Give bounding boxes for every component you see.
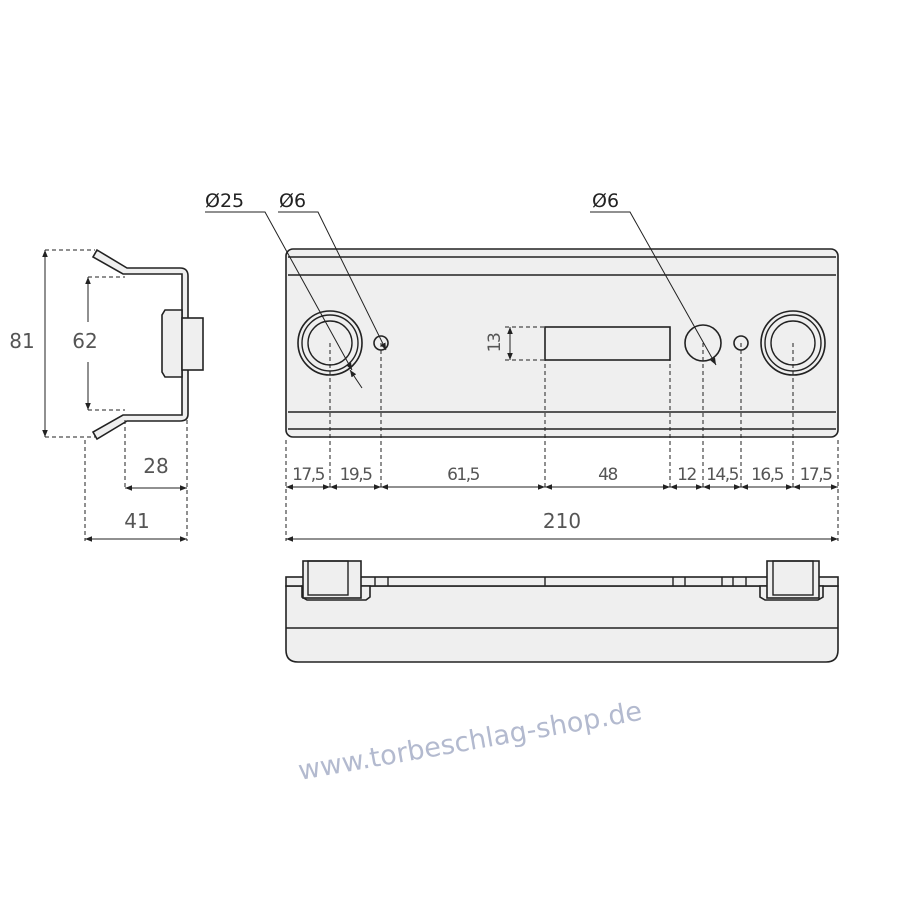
diameter-label-6-left: Ø6 [279, 190, 306, 212]
segment-dim-label: 19,5 [340, 465, 373, 485]
bottom-tab-left [301, 560, 371, 601]
diameter-label-6-right: Ø6 [592, 190, 619, 212]
segment-dim-label: 61,5 [447, 465, 480, 485]
segment-dim-label: 17,5 [800, 465, 833, 485]
bottom-view [285, 560, 839, 663]
diameter-label-25: Ø25 [205, 190, 244, 212]
segment-dim-label: 17,5 [292, 465, 325, 485]
dim-label-13: 13 [485, 333, 505, 352]
dim-label-41: 41 [124, 509, 149, 533]
side-knob [161, 309, 183, 378]
dim-label-81: 81 [9, 329, 34, 353]
segment-dim-label: 14,5 [706, 465, 739, 485]
segment-dim-label: 16,5 [751, 465, 784, 485]
bottom-body [285, 585, 839, 663]
side-profile [91, 248, 189, 441]
watermark: www.torbeschlag-shop.de [296, 696, 645, 787]
slot [544, 326, 671, 361]
side-view: 81 62 28 41 [9, 248, 204, 542]
dim-label-62: 62 [72, 329, 97, 353]
dim-label-28: 28 [143, 454, 168, 478]
segment-dim-label: 48 [598, 465, 617, 485]
bottom-tab-right [759, 560, 824, 601]
side-knob-head [181, 317, 204, 371]
dim-label-210: 210 [543, 509, 581, 533]
segment-dimensions: 17,5 19,5 61,5 48 12 14,5 16,5 17,5 [286, 465, 838, 490]
segment-dim-label: 12 [677, 465, 696, 485]
